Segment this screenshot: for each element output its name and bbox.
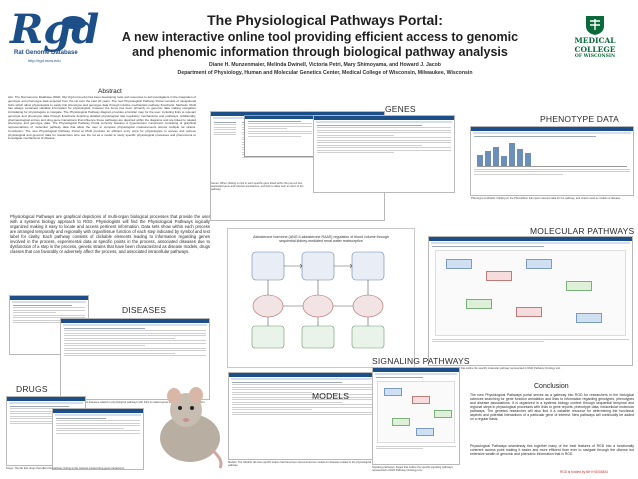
mcw-line1: MEDICAL (574, 36, 616, 45)
pathway-flowchart[interactable] (228, 246, 414, 356)
rat-image-icon (160, 387, 223, 469)
mcw-line2: COLLEGE (574, 45, 616, 54)
drugs-caption: Drugs: The tab lists drugs that affect t… (6, 467, 125, 470)
signaling-screenshot (372, 367, 460, 465)
drugs-label: DRUGS (16, 384, 48, 394)
genes-label: GENES (385, 104, 416, 114)
molecular-caption: Molecular Pathways: Pages that outline t… (428, 367, 561, 370)
disease-report-screenshot (60, 318, 210, 400)
mcw-line3: OF WISCONSIN (574, 54, 616, 59)
pathway-diagram: Aldosterone hormone (ANG II-aldosterone … (227, 228, 415, 368)
models-label: MODELS (312, 391, 350, 401)
gene-report-screenshot (313, 115, 455, 193)
molecular-network (435, 249, 626, 336)
rat-silhouette-icon (62, 16, 86, 29)
abstract-body: Aim: The Rat Genome Database (RGD, http:… (8, 96, 196, 141)
phenotype-screenshot (470, 126, 634, 196)
genes-caption: Genes: When clicking on link in each spe… (211, 182, 304, 192)
rgd-tagline: Rat Genome Database (14, 50, 78, 56)
conclusion-paragraph-2: Physiological Pathways seamlessly ties t… (470, 444, 634, 457)
phenotype-caption: Phenotype & Models: Clicking on the Phen… (471, 197, 621, 200)
models-caption: Models: The 'Models' tab lists specific … (228, 461, 372, 468)
phenotype-label: PHENOTYPE DATA (540, 114, 619, 124)
phenotype-chart (477, 139, 627, 167)
diseases-label: DISEASES (122, 305, 167, 315)
abstract-heading: Abstract (98, 88, 122, 95)
rgd-logo-text: Rgd (10, 6, 100, 53)
signaling-caption: Signaling pathways: Pages that outline t… (372, 466, 453, 473)
signaling-label: SIGNALING PATHWAYS (372, 356, 470, 366)
rgd-url[interactable]: http://rgd.mcw.edu (28, 58, 61, 63)
rgd-logo: Rgd Rat Genome Database http://rgd.mcw.e… (6, 6, 100, 72)
poster-title: The Physiological Pathways Portal: (207, 12, 443, 28)
poster-authors: Diane H. Munzenmaier, Melinda Dwinell, V… (209, 62, 441, 68)
diseases-caption: Diseases: The tab lists diseases related… (62, 401, 206, 404)
mcw-shield-icon (586, 16, 604, 35)
intro-text: Physiological Pathways are graphical dep… (10, 214, 210, 255)
molecular-label: MOLECULAR PATHWAYS (530, 226, 635, 236)
mcw-logo: MEDICAL COLLEGE OF WISCONSIN (560, 14, 630, 72)
rat-photo (150, 380, 226, 470)
signaling-network (377, 380, 455, 443)
pathway-diagram-title: Aldosterone hormone (ANG II-aldosterone … (253, 235, 389, 244)
funding-note: RGD is funded by NIH HG004834 (560, 470, 608, 474)
conclusion-heading: Conclusion (534, 383, 569, 390)
poster-subtitle: A new interactive online tool providing … (121, 30, 519, 59)
poster-department: Department of Physiology, Human and Mole… (177, 70, 473, 76)
conclusion-paragraph-1: The new Physiological Pathways portal se… (470, 393, 634, 422)
models-screenshot (228, 372, 376, 460)
genes-overlay-panel (244, 115, 316, 157)
drug-interaction-screenshot (52, 408, 144, 470)
molecular-screenshot (428, 236, 633, 366)
